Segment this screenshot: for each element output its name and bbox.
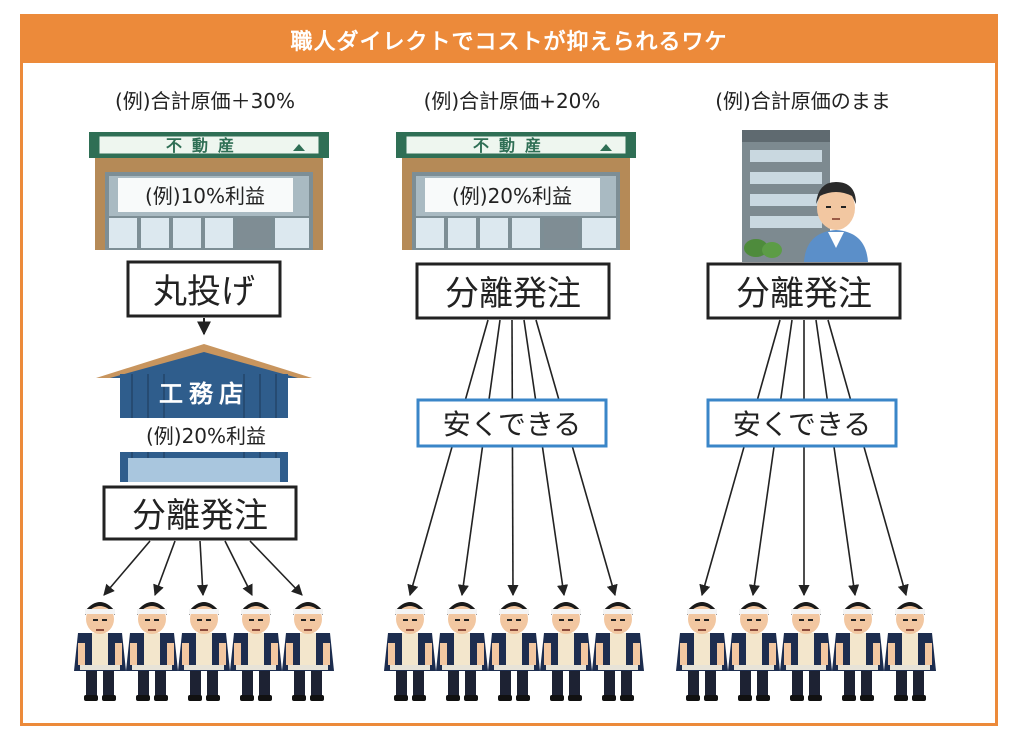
title-banner: 職人ダイレクトでコストが抑えられるワケ (23, 17, 995, 63)
column-craftsman-direct: (例)合計原価のまま 分離発注 (676, 89, 936, 701)
craftsman-icon (884, 602, 936, 701)
craftsman-icon (540, 602, 592, 701)
craftsman-icon (728, 602, 780, 701)
col1-separate-order-label: 分離発注 (132, 496, 268, 536)
craftsman-icon (282, 602, 334, 701)
real-estate-sign-label: 不動産 (166, 136, 244, 155)
col2-arrows (407, 319, 618, 597)
marunage-label: 丸投げ (153, 272, 255, 312)
col2-separate-order-box (415, 262, 611, 320)
craftsman-icon (676, 602, 728, 701)
col3-arrows (699, 319, 909, 597)
column-3-header: (例)合計原価のまま (715, 89, 891, 113)
real-estate-profit-label: (例)10%利益 (145, 184, 265, 208)
craftsman-icon (832, 602, 884, 701)
col2-cheaper-box (416, 398, 608, 448)
col1-separate-order-box (102, 485, 298, 541)
craftsman-icon (384, 602, 436, 701)
craftsman-icon (780, 602, 832, 701)
column-1-header: (例)合計原価＋30% (115, 89, 295, 113)
craftsman-icon (230, 602, 282, 701)
craftsman-icon (488, 602, 540, 701)
col2-craftsmen (384, 602, 644, 701)
col1-craftsmen (74, 602, 334, 701)
craftsman-icon (74, 602, 126, 701)
col3-craftsmen (676, 602, 936, 701)
real-estate-sign-label-2: 不動産 (473, 136, 551, 155)
craftsman-icon (126, 602, 178, 701)
column-2-header: (例)合計原価+20% (424, 89, 601, 113)
col3-cheaper-label: 安くできる (733, 408, 872, 441)
column-general-contractor: (例)合計原価＋30% 不動産 (例)10%利益 丸投げ 工務店 (例)20%利… (74, 89, 334, 701)
contractor-profit-label: (例)20%利益 (146, 424, 266, 448)
col2-cheaper-label: 安くできる (443, 408, 582, 441)
col3-separate-order-box (706, 262, 902, 320)
contractor-building-icon (96, 344, 312, 482)
col1-arrows (103, 540, 303, 597)
column-real-estate-direct: (例)合計原価+20% 不動産 (例)20%利益 分離発注 安くできる (384, 89, 644, 701)
apartment-owner-icon (742, 130, 868, 262)
col3-cheaper-box (706, 398, 898, 448)
marunage-box (126, 260, 282, 318)
craftsman-icon (178, 602, 230, 701)
col2-separate-order-label: 分離発注 (445, 274, 581, 314)
craftsman-icon (436, 602, 488, 701)
real-estate-profit-label-2: (例)20%利益 (452, 184, 572, 208)
col3-separate-order-label: 分離発注 (736, 274, 872, 314)
contractor-sign-label: 工務店 (159, 380, 249, 408)
craftsman-icon (592, 602, 644, 701)
